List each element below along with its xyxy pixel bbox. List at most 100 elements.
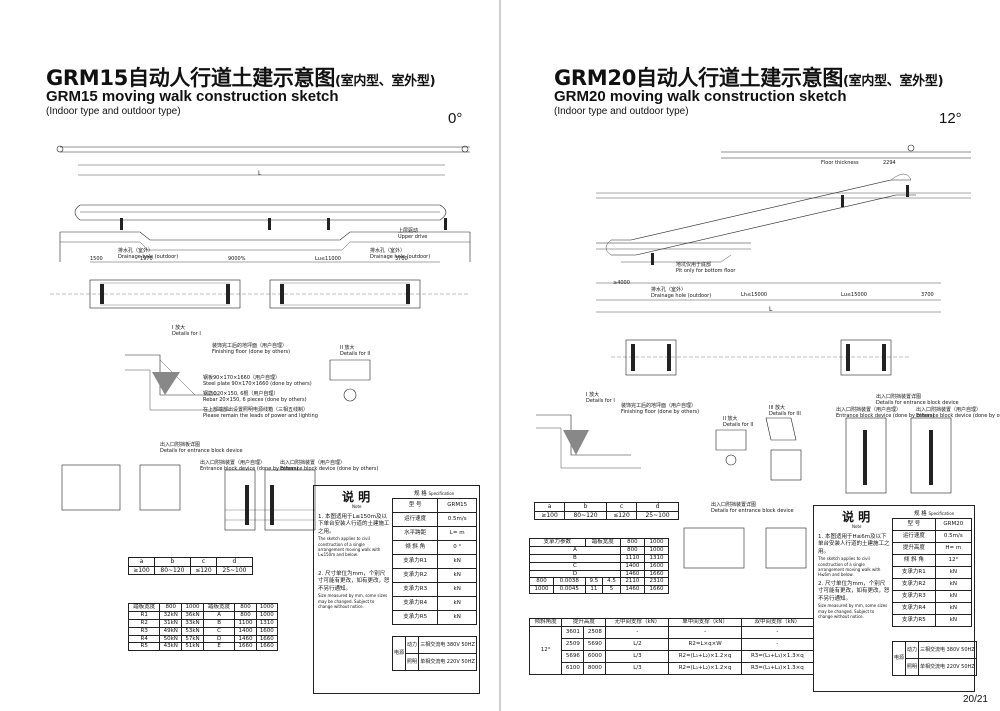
table-cell: C bbox=[529, 561, 621, 571]
reaction-header: 800 bbox=[234, 603, 257, 612]
left-drainage-label-2: 排水孔（室外）Drainage hole (outdoor) bbox=[370, 248, 431, 260]
spec-key: 倾 斜 角 bbox=[391, 540, 439, 555]
table-cell: 1660 bbox=[255, 642, 279, 652]
table-cell: 1110 bbox=[619, 553, 645, 563]
table-cell: 1310 bbox=[255, 618, 279, 628]
spec-key: 运行速度 bbox=[391, 512, 439, 527]
table-cell: 49kN bbox=[159, 626, 183, 636]
table-cell: 31kN bbox=[159, 618, 183, 628]
power-key: 动力 bbox=[905, 641, 920, 659]
left-drainage-label: 排水孔（室外）Drainage hole (outdoor) bbox=[118, 248, 179, 260]
table-cell: 2310 bbox=[643, 577, 670, 587]
table-cell: A bbox=[202, 610, 236, 620]
reaction-header: 1000 bbox=[255, 603, 279, 612]
right-dim-2294: 2294 bbox=[883, 160, 896, 166]
table-cell: 1460 bbox=[619, 585, 645, 595]
power-key: 动力 bbox=[405, 636, 420, 654]
table-cell: 5690 bbox=[583, 637, 607, 651]
page-divider bbox=[499, 0, 501, 711]
table-cell: 50kN bbox=[159, 634, 183, 644]
table-cell: 1460 bbox=[234, 634, 257, 644]
right-note-box: 说 明 Note 1. 本图适用于H≤6m及以下单台安装人行道的土建施工之用。 … bbox=[813, 505, 977, 692]
table-cell: 1400 bbox=[234, 626, 257, 636]
spec-key: 水平跨距 bbox=[391, 526, 439, 541]
left-dim-3700: 3700 bbox=[395, 256, 408, 262]
spec-value: kN bbox=[934, 566, 973, 579]
spec-value: kN bbox=[437, 554, 477, 569]
abcd-value: 80~120 bbox=[153, 565, 191, 575]
table-cell: 51kN bbox=[181, 642, 204, 652]
table-cell: D bbox=[529, 569, 621, 579]
table-cell: 0.0045 bbox=[553, 585, 586, 595]
table-cell: 1600 bbox=[255, 626, 279, 636]
spec-value: kN bbox=[934, 602, 973, 615]
spec-value: 0 ° bbox=[437, 540, 477, 555]
middle-angle-cell: 12° bbox=[528, 625, 563, 675]
spec-key: 支承力R4 bbox=[892, 602, 936, 615]
spec-value: GRM15 bbox=[437, 498, 477, 513]
table-cell: 5696 bbox=[561, 649, 585, 663]
spec-value: kN bbox=[437, 582, 477, 597]
table-cell: R2=(L₁+L₂)×1.2×q bbox=[668, 661, 742, 675]
right-finish-floor-label: 装饰完工后的地坪面（用户自理）Finishing floor (done by … bbox=[621, 403, 700, 415]
power-label: 电源 bbox=[891, 641, 907, 676]
table-cell: 4.5 bbox=[602, 577, 621, 587]
middle-header: 单中间支撑（kN） bbox=[668, 618, 742, 627]
abcd-header: c bbox=[605, 502, 638, 512]
reaction-header: 1000 bbox=[181, 603, 204, 612]
right-construction-drawing bbox=[536, 144, 971, 569]
table-cell: E bbox=[202, 642, 236, 652]
table-cell: 1660 bbox=[643, 569, 670, 579]
table-cell: R2 bbox=[127, 618, 161, 628]
spec-value: 0.5m/s bbox=[437, 512, 477, 527]
spec-key: 型 号 bbox=[892, 518, 936, 531]
table-cell: 2508 bbox=[583, 625, 607, 639]
left-power-table: 电源动力三相交流电 380V 50HZ 照明单相交流电 220V 50HZ bbox=[391, 636, 477, 671]
spec-value: 12° bbox=[934, 554, 973, 567]
table-cell: 33kN bbox=[181, 618, 204, 628]
table-cell: R2=L×q×W bbox=[668, 637, 742, 651]
table-cell: 1310 bbox=[643, 553, 670, 563]
spec-key: 支承力R5 bbox=[391, 610, 439, 625]
right-note-heading: 说 明 bbox=[842, 510, 871, 524]
table-cell: D bbox=[202, 634, 236, 644]
spec-value: 0.5m/s bbox=[934, 530, 973, 543]
table-cell: R4 bbox=[127, 634, 161, 644]
table-cell: R2=(L₁+L₂)×1.2×q bbox=[668, 649, 742, 663]
table-cell: 1100 bbox=[234, 618, 257, 628]
left-note-heading: 说 明 bbox=[342, 490, 371, 504]
left-title-sub: (Indoor type and outdoor type) bbox=[46, 106, 181, 117]
right-power-table: 电源动力三相交流电 380V 50HZ 照明单相交流电 220V 50HZ bbox=[891, 641, 977, 676]
left-power-label: 在上部端部出设置照明电源线箱（三相五线制）Please remain the l… bbox=[203, 407, 318, 419]
left-entrance-device-label-2: 出入口附挡装置（用户自理）Entrance block device (done… bbox=[280, 460, 379, 472]
table-cell: 11 bbox=[584, 585, 604, 595]
table-cell: 3601 bbox=[561, 625, 585, 639]
spec-value: kN bbox=[437, 568, 477, 583]
table-cell: L/2 bbox=[605, 637, 670, 651]
table-cell: A bbox=[529, 545, 621, 555]
right-entrance-device-label-2: 出入口附挡装置（用户自理）Entrance block device (done… bbox=[916, 407, 1000, 419]
left-spec-label: 规 格 Specification bbox=[414, 491, 455, 497]
table-cell: 32kN bbox=[159, 610, 183, 620]
spec-value: L= m bbox=[437, 526, 477, 541]
support-header: 800 bbox=[619, 538, 645, 547]
abcd-value: ≥100 bbox=[533, 510, 566, 520]
left-title-en: GRM15 moving walk construction sketch bbox=[46, 88, 339, 105]
left-dim-l: L bbox=[258, 170, 262, 177]
spec-value: H= m bbox=[934, 542, 973, 555]
spec-key: 提升高度 bbox=[892, 542, 936, 555]
right-note-text2: 2. 尺寸单位为mm，个别尺寸可能有更改，如有更改，恕不另行通知。 Size m… bbox=[818, 581, 890, 620]
table-cell: 57kN bbox=[181, 634, 204, 644]
abcd-value: ≤120 bbox=[605, 510, 638, 520]
